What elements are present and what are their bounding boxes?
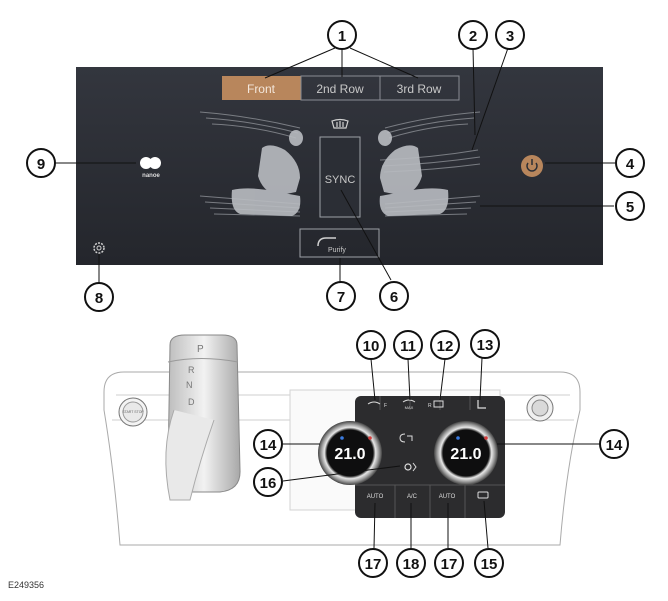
svg-text:1: 1	[338, 28, 346, 45]
rear-defrost-button[interactable]: R	[428, 400, 444, 409]
tab-front-label: Front	[247, 82, 276, 96]
purify-icon	[317, 237, 336, 247]
rear-defrost-icon	[433, 400, 444, 408]
callout-4: 4	[615, 148, 645, 178]
rear-defrost-label: R	[428, 403, 432, 409]
svg-text:16: 16	[260, 475, 277, 492]
ac-button[interactable]: A/C	[407, 494, 418, 500]
fan-button[interactable]	[404, 462, 417, 472]
callout-3: 3	[495, 20, 525, 50]
purify-button-label: Purify	[328, 247, 346, 254]
callout-17-right: 17	[434, 548, 464, 578]
callout-9: 9	[26, 148, 56, 178]
left-temperature-readout: 21.0	[334, 446, 365, 463]
max-defrost-button[interactable]: MAX	[402, 399, 416, 410]
max-defrost-icon	[402, 399, 416, 403]
callout-10: 10	[356, 330, 386, 360]
row-tab-bar: Front 2nd Row 3rd Row	[222, 75, 460, 101]
svg-text:17: 17	[441, 556, 458, 573]
svg-text:14: 14	[606, 437, 623, 454]
callout-15: 15	[474, 548, 504, 578]
svg-text:2: 2	[469, 28, 477, 45]
tab-front[interactable]	[222, 76, 301, 100]
callout-2: 2	[458, 20, 488, 50]
svg-text:4: 4	[626, 156, 635, 173]
svg-text:17: 17	[365, 556, 382, 573]
heated-windshield-icon	[477, 491, 489, 499]
sync-button-label: SYNC	[325, 174, 356, 186]
front-defrost-icon	[367, 401, 381, 405]
svg-text:13: 13	[477, 337, 494, 354]
figure-code: E249356	[8, 580, 45, 590]
svg-text:8: 8	[95, 290, 103, 307]
svg-text:12: 12	[437, 338, 454, 355]
power-button[interactable]	[521, 155, 543, 177]
callout-11: 11	[393, 330, 423, 360]
callout-14-left: 14	[253, 429, 283, 459]
callout-17-left: 17	[358, 548, 388, 578]
tab-2nd-row-label: 2nd Row	[316, 82, 364, 96]
passenger-seat-icon	[378, 130, 449, 216]
leader-lines-console	[282, 357, 600, 549]
driver-seat-icon	[231, 130, 303, 216]
start-stop-button[interactable]: START STOP	[118, 397, 148, 427]
svg-text:11: 11	[400, 338, 416, 355]
tab-3rd-row[interactable]	[379, 75, 460, 101]
heated-windshield-button[interactable]	[477, 491, 489, 499]
gear-r: R	[188, 365, 195, 375]
svg-text:14: 14	[260, 437, 277, 454]
gear-p: P	[197, 344, 204, 355]
front-defrost-label: F	[384, 403, 387, 409]
purify-button[interactable]	[299, 228, 380, 258]
gear-d: D	[188, 397, 195, 407]
svg-text:5: 5	[626, 199, 634, 216]
svg-text:10: 10	[363, 338, 380, 355]
svg-text:7: 7	[337, 289, 345, 306]
recirculation-icon	[399, 433, 413, 443]
svg-text:18: 18	[403, 556, 420, 573]
callout-14-right: 14	[599, 429, 629, 459]
front-defrost-button[interactable]: F	[367, 401, 387, 409]
right-temperature-knob[interactable]: 21.0	[434, 421, 498, 485]
nanoe-logo[interactable]: nanoe	[140, 157, 161, 179]
leader-lines-screen	[55, 47, 615, 283]
tab-3rd-row-label: 3rd Row	[397, 82, 442, 96]
seat-climate-button[interactable]	[477, 400, 486, 409]
sync-button[interactable]	[319, 136, 361, 218]
svg-text:3: 3	[506, 28, 514, 45]
callout-13: 13	[470, 329, 500, 359]
right-temperature-readout: 21.0	[450, 446, 481, 463]
gear-shifter[interactable]: P R N D	[165, 334, 241, 501]
svg-text:15: 15	[481, 556, 498, 573]
max-defrost-label: MAX	[405, 405, 414, 410]
callout-18: 18	[396, 548, 426, 578]
settings-gear-icon[interactable]	[93, 242, 105, 254]
nanoe-label: nanoe	[142, 173, 160, 179]
recirculation-button[interactable]	[399, 433, 413, 443]
left-temperature-knob[interactable]: 21.0	[318, 421, 382, 485]
auto-right-button[interactable]: AUTO	[439, 494, 456, 500]
windshield-defrost-icon[interactable]	[331, 118, 349, 129]
callout-16: 16	[253, 467, 283, 497]
callout-5: 5	[615, 191, 645, 221]
svg-text:6: 6	[390, 289, 398, 306]
gear-n: N	[186, 380, 193, 390]
callout-8: 8	[84, 282, 114, 312]
callout-7: 7	[326, 281, 356, 311]
volume-knob[interactable]	[526, 394, 554, 422]
fan-icon	[404, 463, 412, 471]
start-stop-label: START STOP	[122, 410, 144, 414]
power-icon	[526, 159, 538, 172]
callout-1: 1	[327, 20, 357, 50]
callout-6: 6	[379, 281, 409, 311]
callout-12: 12	[430, 330, 460, 360]
svg-text:9: 9	[37, 156, 45, 173]
auto-left-button[interactable]: AUTO	[367, 494, 384, 500]
seat-icon	[477, 400, 486, 409]
